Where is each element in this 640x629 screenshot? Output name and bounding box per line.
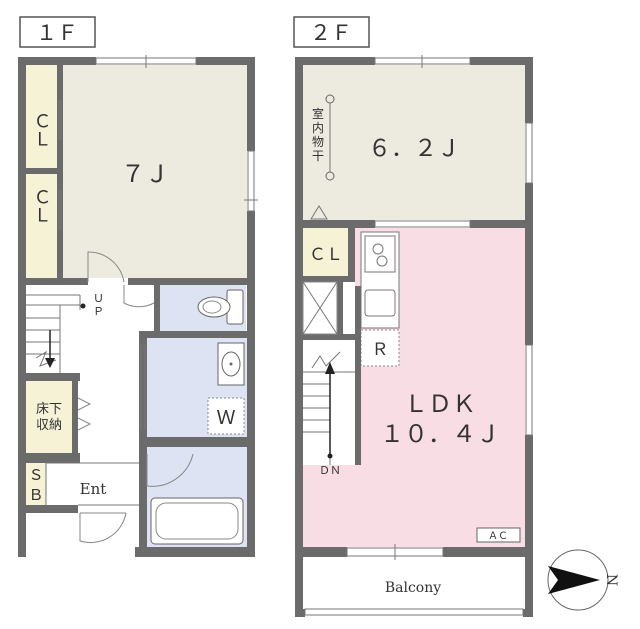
f1-wall-toilet-left [154,285,160,331]
f2-stairs [303,351,355,465]
f1-doors [58,100,194,544]
f2-wall-right-b [525,183,533,345]
shoebox-floor [26,463,46,505]
compass-arrow-icon [548,566,600,594]
f2-window-right-upper [525,122,533,184]
compass-north-label: N [603,574,619,586]
ldk-size-label: １０．４Ｊ [380,420,500,448]
balcony-rail [304,608,524,616]
f2-wall-ldk-bottom-left [295,547,347,557]
closet-2f-label: ＣＬ [309,245,343,265]
f2-wall-right-a [525,57,533,123]
f1-window-right [247,150,255,212]
washroom-label: Ｗ [216,407,235,429]
underfloor-storage-floor [26,381,72,453]
compass: N [547,549,619,611]
f1-wall-storage-right [72,381,78,453]
f1-wall-bedroom-bottom-right [128,278,255,285]
floor-1-title: １Ｆ [36,21,78,45]
closet-top-floor [26,65,57,168]
kitchen-sink [364,289,396,317]
ac-label: ＡＣ [488,531,508,542]
f1-wall-storage-bottom [18,453,80,463]
closet-2f-floor [303,228,348,276]
stairs-up-label: ＵＰ [93,292,104,318]
closet-top-label: ＣＬ [31,112,52,148]
indoor-drying-label: 室内物干 [312,106,324,163]
floor-2: ２Ｆ [293,16,533,617]
f1-wall-bottom [135,547,255,557]
drying-pole-icon [325,94,335,181]
f1-wall-stairs-bottom [18,373,80,381]
closet-bottom-label: ＣＬ [31,188,52,224]
f2-wall-closet-bottom [295,276,355,282]
balcony-label: Balcony [385,580,441,596]
f1-wall-closet-divider [26,168,63,174]
f2-wall-right-c [525,435,533,617]
shaft-icon [302,281,338,335]
bedroom-7j-floor [63,65,247,278]
f1-stairs [26,294,86,373]
hatch-icon [310,205,328,220]
entrance-label: Ent [80,480,107,498]
f1-wall-wash-bottom [139,437,255,447]
f2-wall-stairs-right [355,286,361,465]
underfloor-storage-label: 床下収納 [36,402,62,433]
closet-bottom-floor [26,174,57,278]
stairs-down-label: ＤＮ [319,464,341,477]
f2-window-inner [374,220,471,228]
f1-wall-top-right [196,57,255,65]
f2-wall-shaft-right [337,282,343,338]
f1-wall-closet-right [57,65,63,278]
toilet-icon [197,289,244,325]
sink-icon [217,342,245,386]
bedroom-62j-label: ６．２Ｊ [368,136,460,162]
fridge-space [360,329,400,367]
f2-window-right-lower [525,344,533,436]
floor-2-title-box [293,16,370,48]
f1-wall-entry-bottom [18,505,78,513]
shoebox-label: ＳＢ [28,466,43,504]
ac-box [476,527,521,543]
ldk-name-label: ＬＤＫ [404,390,476,418]
f2-wall-closet-right [348,228,355,282]
washing-machine-space [207,397,245,435]
bedroom-7j-label: ７Ｊ [121,160,169,188]
f2-wall-balcony-bottom-right [523,609,533,617]
f2-wall-top-right [470,57,533,65]
f1-wall-right-bottom [247,211,255,557]
fridge-label: Ｒ [372,340,389,360]
f1-wall-top-left [18,57,96,65]
f2-wall-shaft-bottom [295,334,355,340]
floor-1: １Ｆ [18,16,258,557]
f1-wall-bath-left [139,447,147,557]
floor-2-title: ２Ｆ [310,21,352,45]
f1-wall-wash-left [139,338,147,437]
f2-wall-top-left [295,57,375,65]
f1-wall-right-top [247,57,255,151]
f1-wall-bedroom-bottom-left [18,278,88,285]
bathtub-icon [150,497,244,545]
f2-wall-ldk-bottom-right [443,547,533,557]
f2-wall-balcony-bottom-left [295,609,305,617]
f2-wall-bedroom-bottom-right [470,220,533,228]
f1-wall-toilet-bottom [139,331,255,338]
f1-wall-left [18,57,26,557]
f2-wall-bedroom-bottom-left [295,220,375,228]
stairs-2f-floor [303,340,355,465]
bedroom-62j-floor [303,65,525,220]
floor-1-title-box [19,16,96,48]
